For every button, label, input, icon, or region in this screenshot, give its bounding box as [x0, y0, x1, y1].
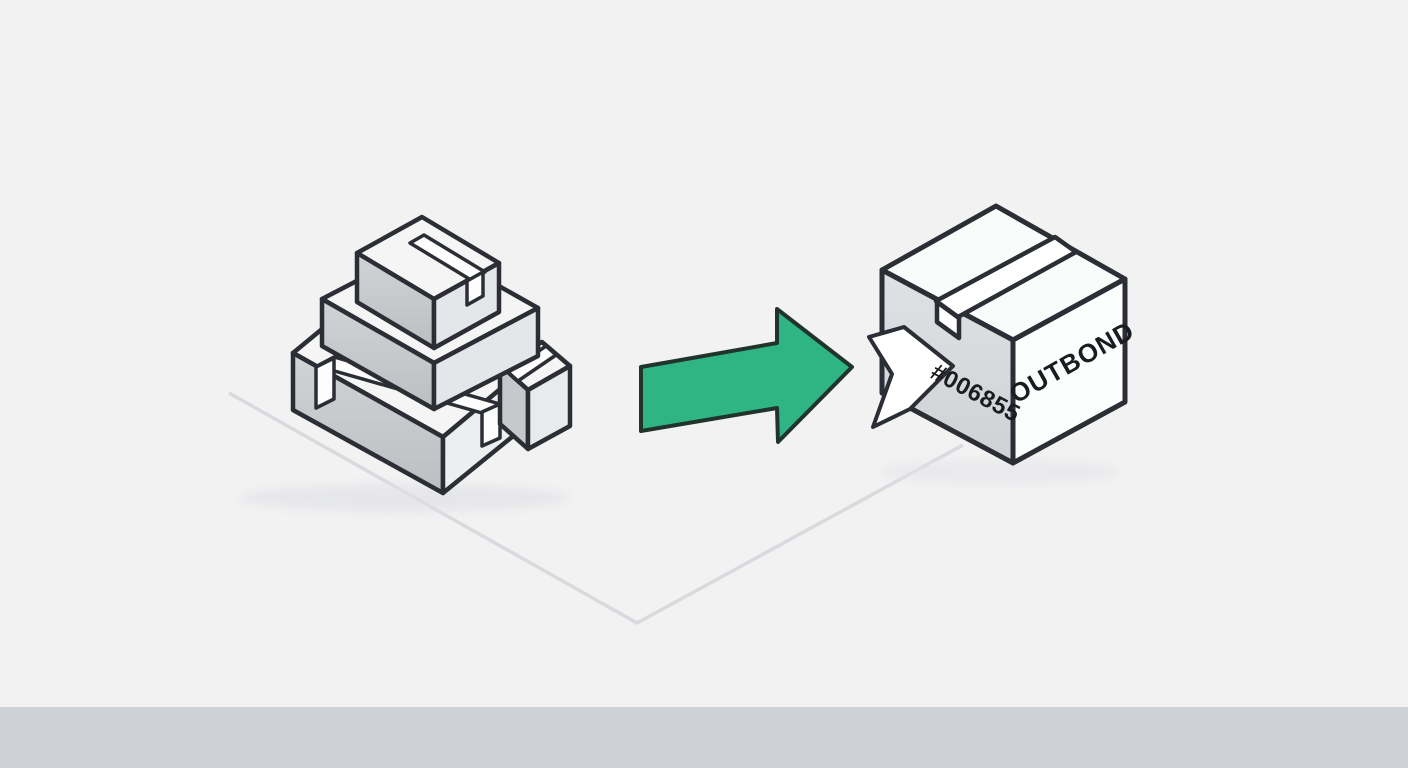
outbound-box — [867, 203, 1128, 466]
tape-tab-right — [480, 402, 502, 448]
tape-tab — [465, 270, 485, 307]
cursor-arrow-icon — [867, 325, 955, 429]
floor-line — [228, 391, 964, 626]
package-stack-icon — [290, 214, 573, 496]
package-box-right — [497, 339, 573, 452]
box-shadow — [880, 460, 1120, 484]
stack-shadow — [240, 484, 570, 512]
tape-tab — [934, 299, 962, 341]
tape-tab-left — [314, 356, 336, 410]
outbound-box-right-face — [1010, 276, 1128, 466]
floor-band — [0, 707, 1408, 768]
package-box-top — [354, 214, 502, 351]
transfer-arrow-icon — [639, 307, 854, 444]
tape-strip — [408, 233, 487, 282]
